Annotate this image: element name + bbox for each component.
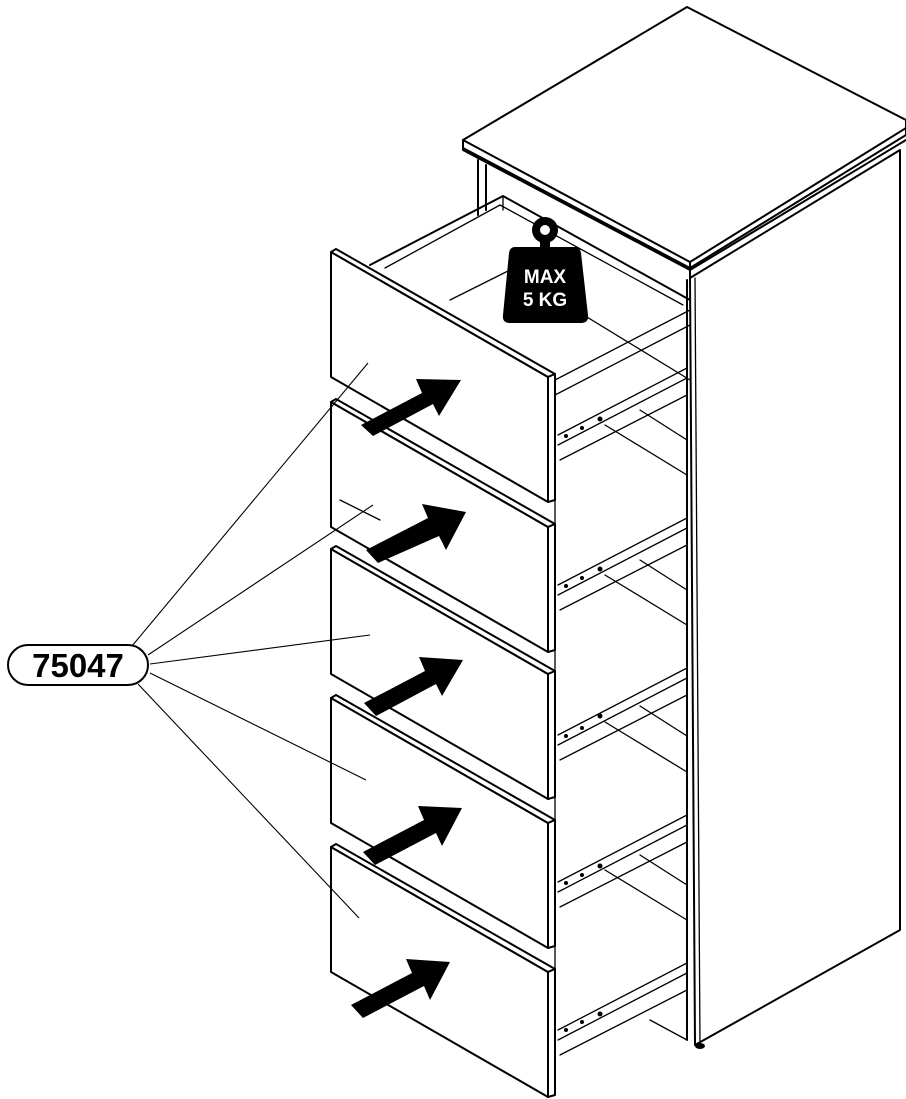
- runner-5: [557, 962, 688, 1056]
- part-number-callout: 75047: [7, 644, 149, 686]
- weight-limit-line1: MAX: [524, 267, 567, 288]
- push-in-arrow-icon: [363, 806, 462, 865]
- weight-limit-line2: 5 KG: [523, 290, 567, 311]
- cabinet-top: [462, 6, 906, 279]
- cabinet-carcass: [462, 6, 906, 1091]
- push-in-arrows: [351, 379, 466, 1018]
- part-number: 75047: [32, 647, 124, 684]
- runner-3: [557, 667, 688, 773]
- runner-2: [557, 517, 688, 626]
- push-in-arrow-icon: [351, 959, 450, 1018]
- drawer-front-1: [330, 248, 556, 503]
- runner-4: [557, 814, 688, 921]
- push-in-arrow-icon: [364, 657, 463, 716]
- runner-1: [557, 367, 688, 476]
- push-in-arrow-icon: [361, 379, 461, 436]
- drawer-runners: [557, 367, 688, 1056]
- push-in-arrow-icon: [366, 504, 466, 563]
- cabinet-side-panel: [689, 149, 901, 1046]
- leader-lines: [131, 362, 374, 919]
- weight-icon: MAX 5 KG: [502, 217, 589, 323]
